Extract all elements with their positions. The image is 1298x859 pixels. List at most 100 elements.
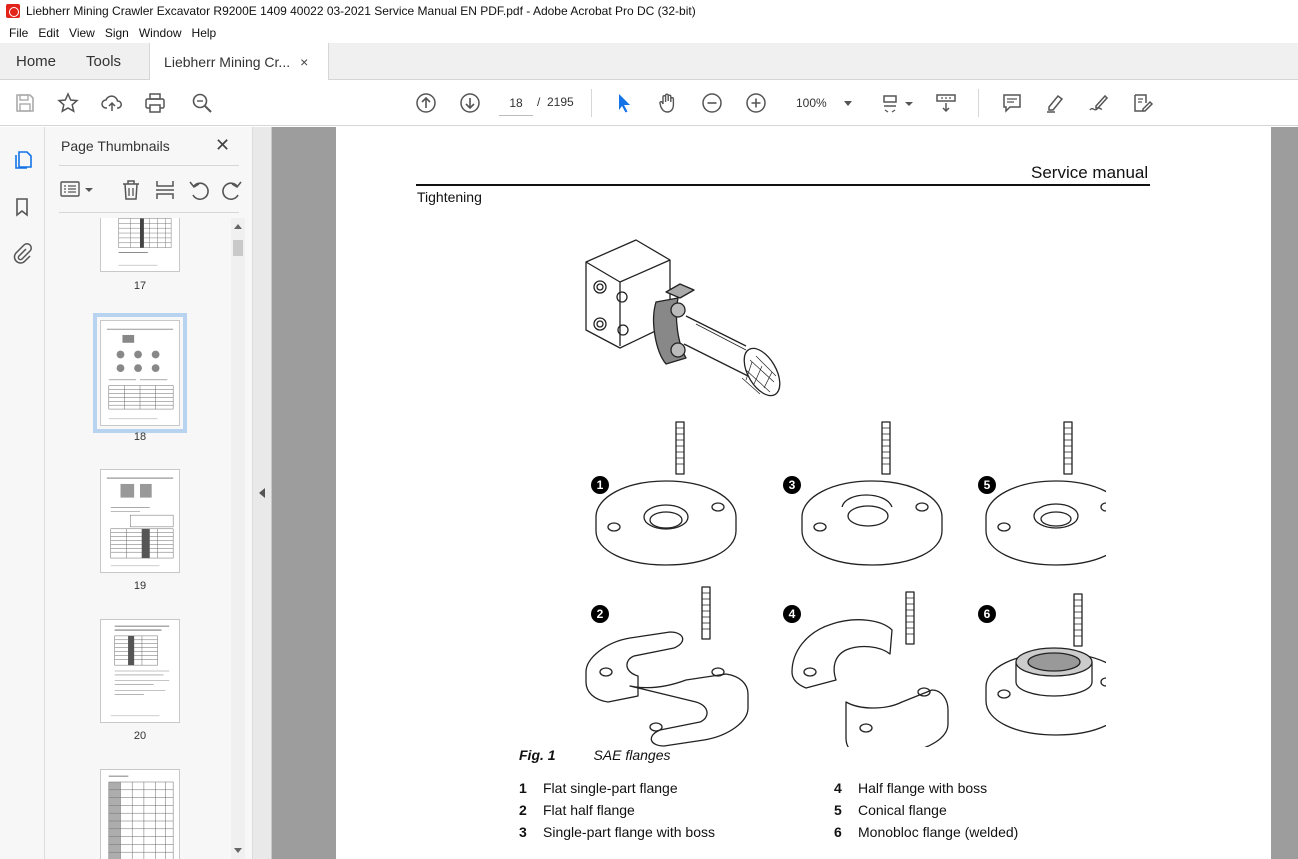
rotate-counterclockwise-icon[interactable]	[187, 177, 211, 203]
page-thumbnail[interactable]	[100, 769, 180, 859]
panel-divider	[59, 212, 239, 213]
close-panel-icon[interactable]: ✕	[215, 135, 231, 155]
rotate-clockwise-icon[interactable]	[220, 177, 244, 203]
zoom-value: 100%	[796, 96, 827, 110]
share-edit-icon[interactable]	[1131, 91, 1155, 115]
bookmark-star-icon[interactable]	[56, 91, 80, 115]
menu-edit[interactable]: Edit	[38, 25, 60, 40]
page-up-icon[interactable]	[414, 91, 438, 115]
menu-file[interactable]: File	[9, 25, 29, 40]
page-thumbnail-selected[interactable]	[93, 313, 187, 433]
valve-block-illustration	[585, 239, 781, 397]
thumbnail-page-number: 17	[133, 280, 147, 292]
callout-3: 3	[783, 476, 801, 494]
attachments-icon[interactable]	[10, 241, 34, 265]
page-section-title: Tightening	[417, 189, 482, 205]
total-pages: 2195	[547, 95, 574, 109]
callout-6: 6	[978, 605, 996, 623]
figure-number: Fig. 1	[519, 747, 556, 763]
callout-5: 5	[978, 476, 996, 494]
figure-caption: Fig. 1 SAE flanges	[519, 747, 671, 763]
document-right-margin	[1271, 127, 1298, 859]
page-down-icon[interactable]	[458, 91, 482, 115]
svg-text:6: 6	[984, 607, 991, 621]
title-bar: Liebherr Mining Crawler Excavator R9200E…	[0, 0, 1298, 22]
chevron-down-icon	[844, 101, 852, 106]
save-icon[interactable]	[13, 91, 37, 115]
page-thumbnails-icon[interactable]	[10, 148, 34, 172]
close-tab-icon[interactable]: ×	[300, 53, 309, 70]
fit-page-icon[interactable]	[880, 91, 904, 115]
panel-collapse-handle[interactable]	[253, 127, 272, 859]
thumbnail-page-number: 20	[133, 730, 147, 742]
flange-2-illustration	[585, 586, 749, 747]
zoom-search-icon[interactable]	[190, 91, 214, 115]
callout-1: 1	[591, 476, 609, 494]
bookmarks-icon[interactable]	[10, 195, 34, 219]
panel-divider	[59, 165, 239, 166]
legend-number: 5	[834, 802, 842, 818]
panel-title: Page Thumbnails	[61, 138, 170, 154]
legend-number: 4	[834, 780, 842, 796]
flange-5-illustration	[985, 421, 1106, 566]
menu-bar: File Edit View Sign Window Help	[0, 22, 1298, 43]
callout-4: 4	[783, 605, 801, 623]
thumbnail-options-menu[interactable]	[59, 177, 95, 203]
menu-sign[interactable]: Sign	[104, 25, 129, 40]
flange-4-illustration	[791, 591, 949, 747]
flange-3-illustration	[801, 421, 943, 566]
select-cursor-icon[interactable]	[612, 91, 636, 115]
menu-window[interactable]: Window	[138, 25, 182, 40]
page-thumbnail[interactable]	[100, 619, 180, 723]
page-thumbnail[interactable]	[100, 469, 180, 573]
legend-number: 6	[834, 824, 842, 840]
svg-text:2: 2	[597, 607, 604, 621]
zoom-dropdown[interactable]: 100%	[788, 92, 858, 114]
acrobat-icon	[6, 4, 20, 18]
print-icon[interactable]	[143, 91, 167, 115]
document-view[interactable]: Service manual Tightening	[272, 127, 1298, 859]
toolbar-separator	[591, 89, 592, 117]
flange-1-illustration	[595, 421, 737, 566]
tab-document-label: Liebherr Mining Cr...	[164, 53, 291, 70]
legend-number: 1	[519, 780, 527, 796]
zoom-in-icon[interactable]	[744, 91, 768, 115]
highlight-icon[interactable]	[1043, 91, 1067, 115]
page-thumbnail[interactable]	[100, 218, 180, 272]
upload-icon[interactable]	[100, 91, 124, 115]
comment-icon[interactable]	[1000, 91, 1024, 115]
legend-text: Monobloc flange (welded)	[858, 824, 1019, 840]
menu-view[interactable]: View	[69, 25, 95, 40]
page-thumbnails-panel: Page Thumbnails ✕ 17	[45, 127, 253, 859]
sign-icon[interactable]	[1087, 91, 1111, 115]
toolbar-separator	[978, 89, 979, 117]
left-navigation-rail	[0, 127, 45, 859]
svg-text:4: 4	[789, 607, 796, 621]
scroll-up-arrow-icon[interactable]	[234, 224, 242, 229]
legend-text: Flat single-part flange	[543, 780, 678, 796]
hand-icon[interactable]	[656, 91, 680, 115]
zoom-out-icon[interactable]	[700, 91, 724, 115]
insert-page-icon[interactable]	[153, 177, 177, 203]
scroll-down-arrow-icon[interactable]	[234, 848, 242, 853]
thumbnail-page-number: 18	[133, 431, 147, 443]
toolbar	[0, 80, 1298, 126]
thumbnail-list: 17 18	[45, 218, 231, 859]
collapse-arrow-icon[interactable]	[259, 488, 265, 498]
tab-document[interactable]: Liebherr Mining Cr... ×	[149, 43, 330, 80]
fit-page-dropdown-icon[interactable]	[903, 91, 915, 115]
tab-tools[interactable]: Tools	[86, 53, 122, 70]
legend-text: Flat half flange	[543, 802, 635, 818]
menu-help[interactable]: Help	[191, 25, 217, 40]
tab-row: Home Tools Liebherr Mining Cr... ×	[0, 43, 1298, 80]
thumbnail-scrollbar[interactable]	[231, 218, 245, 859]
scroll-mode-icon[interactable]	[934, 91, 958, 115]
scrollbar-thumb[interactable]	[233, 240, 243, 256]
delete-page-icon[interactable]	[119, 177, 143, 203]
flange-6-illustration	[985, 593, 1106, 736]
tab-home[interactable]: Home	[16, 53, 57, 70]
page-number-input[interactable]	[499, 90, 533, 116]
